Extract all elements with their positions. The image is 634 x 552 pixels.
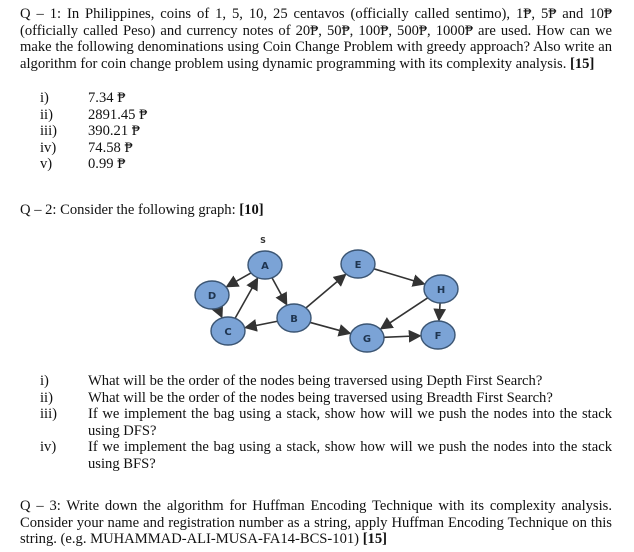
edge-A-D xyxy=(225,272,252,288)
node-label: E xyxy=(355,260,362,271)
item-number: i) xyxy=(40,373,49,389)
item-value: 74.58 ₱ xyxy=(88,139,133,156)
question-1: Q – 1: In Philippines, coins of 1, 5, 10… xyxy=(20,6,612,72)
list-item: v) 0.99 ₱ xyxy=(40,156,147,173)
q1-list: i) 7.34 ₱ ii) 2891.45 ₱ iii) 390.21 ₱ iv) 74… xyxy=(40,90,147,173)
item-text: What will be the order of the nodes bein… xyxy=(88,373,543,389)
item-text: What will be the order of the nodes bein… xyxy=(88,389,553,406)
item-text: If we implement the bag using a stack, s… xyxy=(88,406,612,439)
list-item: iii) If we implement the bag using a stac… xyxy=(40,406,612,439)
list-item: ii) 2891.45 ₱ xyxy=(40,107,147,124)
edge-G-F xyxy=(383,329,422,343)
list-item: ii) What will be the order of the nodes b… xyxy=(40,390,612,407)
start-label: S xyxy=(260,236,266,245)
item-number: ii) xyxy=(40,389,53,406)
item-number: v) xyxy=(40,156,53,173)
node-C xyxy=(210,316,246,346)
item-value: 2891.45 ₱ xyxy=(88,106,148,123)
list-item: iii) 390.21 ₱ xyxy=(40,123,147,140)
item-number: ii) xyxy=(40,106,53,123)
node-label: F xyxy=(435,331,442,342)
node-label: G xyxy=(363,334,371,345)
node-G xyxy=(349,323,385,353)
node-E xyxy=(340,249,376,279)
edge-D-C xyxy=(211,304,224,319)
item-value: 7.34 ₱ xyxy=(88,90,126,106)
node-label: H xyxy=(437,285,445,296)
edge-H-G xyxy=(379,297,429,330)
list-item: iv) 74.58 ₱ xyxy=(40,140,147,157)
node-B xyxy=(276,303,312,333)
list-item: iv) If we implement the bag using a stack… xyxy=(40,439,612,472)
node-H xyxy=(423,274,459,304)
q3-marks: [15] xyxy=(362,531,388,548)
list-item: i) What will be the order of the nodes be… xyxy=(40,373,612,390)
item-text: If we implement the bag using a stack, s… xyxy=(88,439,612,472)
item-number: i) xyxy=(40,90,49,106)
q3-text: Q – 3: Write down the algorithm for Huff… xyxy=(20,498,612,548)
question-2: Q – 2: Consider the following graph: [10… xyxy=(20,202,612,219)
q2-list: i) What will be the order of the nodes be… xyxy=(40,373,612,473)
item-number: iii) xyxy=(40,123,58,140)
question-3: Q – 3: Write down the algorithm for Huff… xyxy=(20,498,612,548)
edge-B-E xyxy=(305,273,347,309)
edge-E-H xyxy=(373,268,426,287)
item-value: 390.21 ₱ xyxy=(88,123,140,140)
edge-B-G xyxy=(309,321,352,337)
q1-marks: [15] xyxy=(570,55,595,72)
node-label: B xyxy=(290,314,298,325)
item-number: iv) xyxy=(40,439,57,456)
node-label: A xyxy=(261,261,269,272)
edge-C-A xyxy=(234,277,259,319)
q2-text: Q – 2: Consider the following graph: xyxy=(20,202,236,218)
node-D xyxy=(194,280,230,310)
item-number: iv) xyxy=(40,139,57,156)
list-item: i) 7.34 ₱ xyxy=(40,90,147,107)
node-label: D xyxy=(208,291,216,302)
edge-A-B xyxy=(271,277,288,306)
edge-B-C xyxy=(243,319,278,332)
item-number: iii) xyxy=(40,406,58,423)
item-value: 0.99 ₱ xyxy=(88,156,126,173)
node-label: C xyxy=(224,327,231,338)
node-F xyxy=(420,320,456,350)
q2-marks: [10] xyxy=(239,202,264,218)
node-A xyxy=(247,250,283,280)
q1-text: Q – 1: In Philippines, coins of 1, 5, 10… xyxy=(20,6,612,72)
edge-H-F xyxy=(433,302,447,322)
